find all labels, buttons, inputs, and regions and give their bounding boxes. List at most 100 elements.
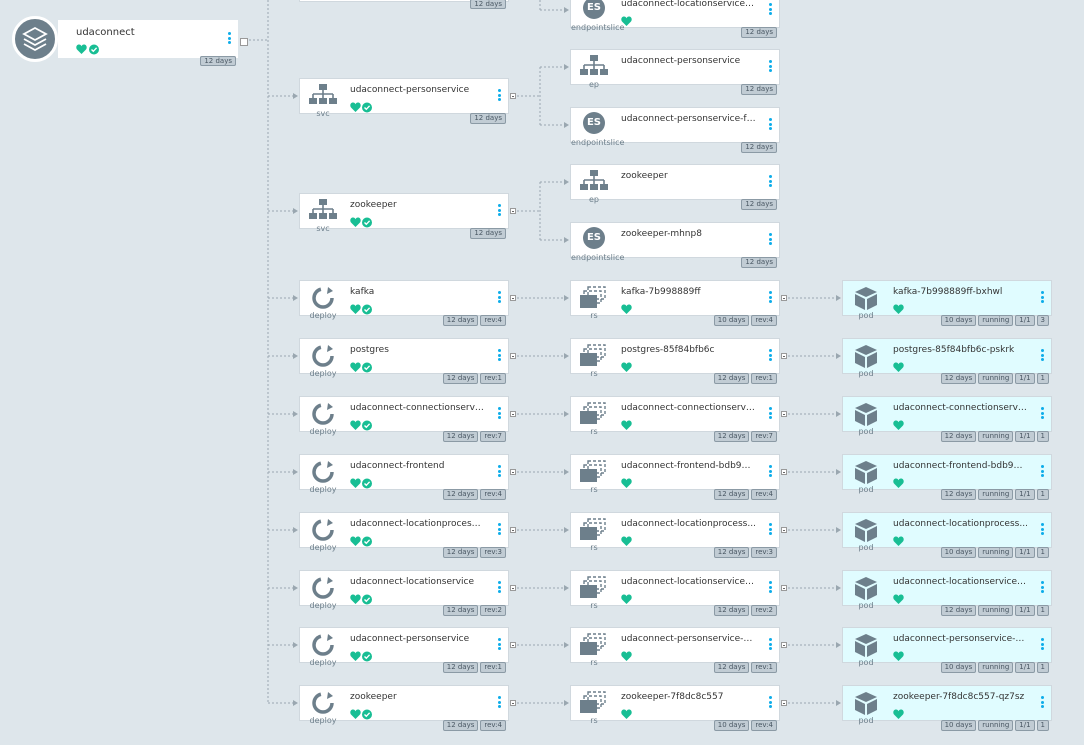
resource-menu-icon[interactable]: [767, 3, 773, 19]
collapse-toggle[interactable]: [510, 585, 516, 591]
collapse-toggle[interactable]: [781, 295, 787, 301]
resource-menu-icon[interactable]: [767, 349, 773, 365]
resource-menu-icon[interactable]: [767, 60, 773, 76]
collapse-toggle[interactable]: [510, 642, 516, 648]
resource-menu-icon[interactable]: [1039, 581, 1045, 597]
rs-icon-wrapper: [579, 343, 609, 367]
collapse-toggle[interactable]: [781, 642, 787, 648]
collapse-toggle[interactable]: [781, 353, 787, 359]
info-badge: 12 days: [713, 547, 750, 558]
collapse-toggle[interactable]: [510, 295, 516, 301]
resource-menu-icon[interactable]: [767, 118, 773, 134]
collapse-toggle[interactable]: [781, 527, 787, 533]
pod-icon-wrapper: [851, 459, 881, 484]
connector-arrow: [564, 7, 569, 13]
resource-menu-icon[interactable]: [496, 581, 502, 597]
resource-menu-icon[interactable]: [496, 89, 502, 105]
resource-menu-icon[interactable]: [496, 407, 502, 423]
resource-kind-label: deploy: [309, 369, 337, 378]
resource-menu-icon[interactable]: [767, 581, 773, 597]
collapse-toggle[interactable]: [510, 527, 516, 533]
resource-menu-icon[interactable]: [767, 407, 773, 423]
collapse-toggle[interactable]: [781, 411, 787, 417]
collapse-toggle[interactable]: [510, 469, 516, 475]
resource-name: udaconnect-locationprocessor: [350, 519, 485, 529]
application-menu-icon[interactable]: [226, 32, 232, 48]
application-card[interactable]: udaconnect 12 days: [58, 20, 248, 66]
resource-menu-icon[interactable]: [496, 291, 502, 307]
resource-menu-icon[interactable]: [496, 465, 502, 481]
resource-menu-icon[interactable]: [1039, 349, 1045, 365]
collapse-toggle[interactable]: [781, 469, 787, 475]
resource-menu-icon[interactable]: [1039, 465, 1045, 481]
resource-menu-icon[interactable]: [496, 638, 502, 654]
resource-menu-icon[interactable]: [767, 233, 773, 249]
resource-menu-icon[interactable]: [496, 696, 502, 712]
connector-arrow: [564, 353, 569, 359]
resource-menu-icon[interactable]: [767, 175, 773, 191]
resource-name: udaconnect-personservice: [350, 634, 470, 644]
resource-menu-icon[interactable]: [1039, 291, 1045, 307]
collapse-toggle[interactable]: [781, 700, 787, 706]
resource-menu-icon[interactable]: [767, 291, 773, 307]
collapse-toggle[interactable]: [510, 208, 516, 214]
resource-menu-icon[interactable]: [496, 349, 502, 365]
resource-menu-icon[interactable]: [1039, 638, 1045, 654]
info-badge: running: [978, 547, 1014, 558]
collapse-toggle[interactable]: [510, 411, 516, 417]
collapse-toggle[interactable]: [510, 353, 516, 359]
info-badge: 1/1: [1015, 315, 1035, 326]
collapse-toggle[interactable]: [510, 700, 516, 706]
resource-menu-icon[interactable]: [767, 465, 773, 481]
info-badge: running: [978, 605, 1014, 616]
resource-menu-icon[interactable]: [767, 696, 773, 712]
resource-menu-icon[interactable]: [1039, 523, 1045, 539]
info-badge: rev:4: [751, 489, 777, 500]
resource-menu-icon[interactable]: [767, 638, 773, 654]
collapse-toggle[interactable]: [510, 93, 516, 99]
resource-menu-icon[interactable]: [1039, 696, 1045, 712]
resource-menu-icon[interactable]: [496, 204, 502, 220]
application-collapse-toggle[interactable]: [240, 38, 248, 46]
info-badge: rev:4: [751, 720, 777, 731]
connector-arrow: [564, 527, 569, 533]
collapse-toggle[interactable]: [781, 585, 787, 591]
synced-check-icon: [362, 478, 372, 489]
resource-menu-icon[interactable]: [767, 523, 773, 539]
resource-menu-icon[interactable]: [1039, 407, 1045, 423]
resource-menu-icon[interactable]: [496, 523, 502, 539]
